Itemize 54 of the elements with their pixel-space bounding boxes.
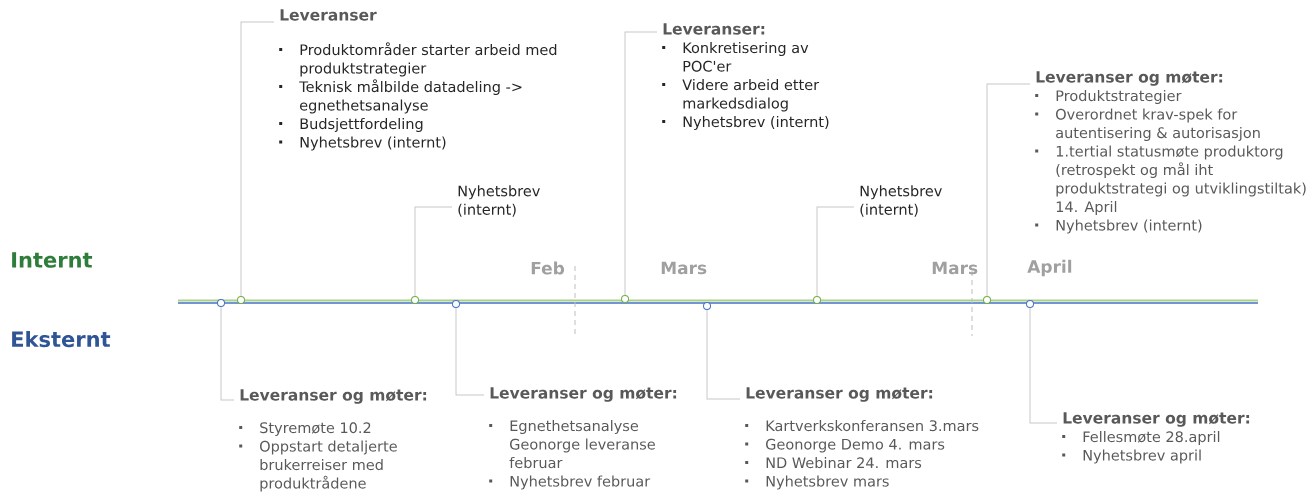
list-item: Nyhetsbrev april — [1083, 449, 1201, 464]
callout-heading: Leveranser og møter: — [490, 387, 677, 402]
leader-line — [624, 31, 658, 296]
callout-heading: Leveranser og møter: — [1036, 71, 1223, 86]
list-item: Nyhetsbrev (internt) — [683, 116, 829, 130]
leader-line — [414, 206, 453, 297]
timeline-marker — [983, 296, 991, 304]
timeline-marker — [452, 300, 460, 308]
leader-line — [816, 206, 855, 297]
leader-line — [220, 306, 235, 401]
list-item: Nyhetsbrev februar — [510, 475, 651, 490]
timeline-marker — [217, 299, 225, 307]
month-label: April — [1027, 259, 1072, 277]
list-item: 1.tertial statusmøte produktorg (retrospekt og mål iht produktstrategi og utviklingstiltak) 14. April — [1056, 145, 1306, 215]
list-item: Styremøte 10.2 — [260, 422, 371, 436]
list-item: Nyhetsbrev (internt) — [300, 136, 446, 151]
list-item: Konkretisering av POC'er — [683, 42, 809, 72]
list-item: Fellesmøte 28.april — [1083, 431, 1220, 445]
leader-line — [1029, 307, 1058, 424]
list-item: Produktområder starter arbeid med produktstrategier — [300, 42, 557, 77]
callout-heading: Leveranser og møter: — [240, 389, 427, 404]
timeline-marker — [1026, 300, 1034, 308]
row-label: Internt — [12, 252, 93, 268]
callout-heading: Leveranser: — [663, 23, 765, 35]
list-item: Nyhetsbrev mars — [766, 475, 889, 490]
month-label: Feb — [531, 261, 565, 275]
leader-line — [986, 83, 1031, 297]
list-item: Egnethetsanalyse Geonorge leveranse februar — [509, 420, 655, 469]
list-item: Teknisk målbilde datadeling -> egnethetsanalyse — [299, 79, 522, 114]
timeline-marker — [813, 296, 821, 304]
timeline-marker — [237, 296, 245, 304]
callout-heading: Leveranser — [280, 9, 377, 21]
list-item: ND Webinar 24. mars — [766, 457, 922, 469]
callout-heading: Leveranser og møter: — [1063, 412, 1250, 427]
list-item: Kartverkskonferansen 3.mars — [766, 420, 979, 432]
timeline-marker — [621, 295, 629, 303]
list-item: Overordnet krav-spek for autentisering & autorisasjon — [1056, 108, 1260, 141]
month-label: Mars — [661, 261, 707, 275]
leader-line — [240, 21, 275, 297]
callout-text: Nyhetsbrev (internt) — [458, 185, 540, 217]
list-item: Budsjettfordeling — [300, 118, 423, 132]
timeline-marker — [411, 296, 419, 304]
list-item: Produktstrategier — [1056, 90, 1182, 104]
leader-line — [706, 309, 741, 400]
list-item: Videre arbeid etter markedsdialog — [682, 79, 820, 112]
callout-text: Nyhetsbrev (internt) — [860, 185, 942, 217]
list-item: Nyhetsbrev (internt) — [1056, 219, 1202, 234]
month-label: Mars — [932, 261, 978, 275]
timeline-marker — [703, 302, 711, 310]
row-label: Eksternt — [12, 330, 111, 348]
leader-line — [455, 307, 485, 396]
list-item: Geonorge Demo 4. mars — [766, 438, 945, 453]
callout-heading: Leveranser og møter: — [746, 387, 933, 402]
list-item: Oppstart detaljerte brukerreiser med produktrådene — [260, 440, 397, 492]
